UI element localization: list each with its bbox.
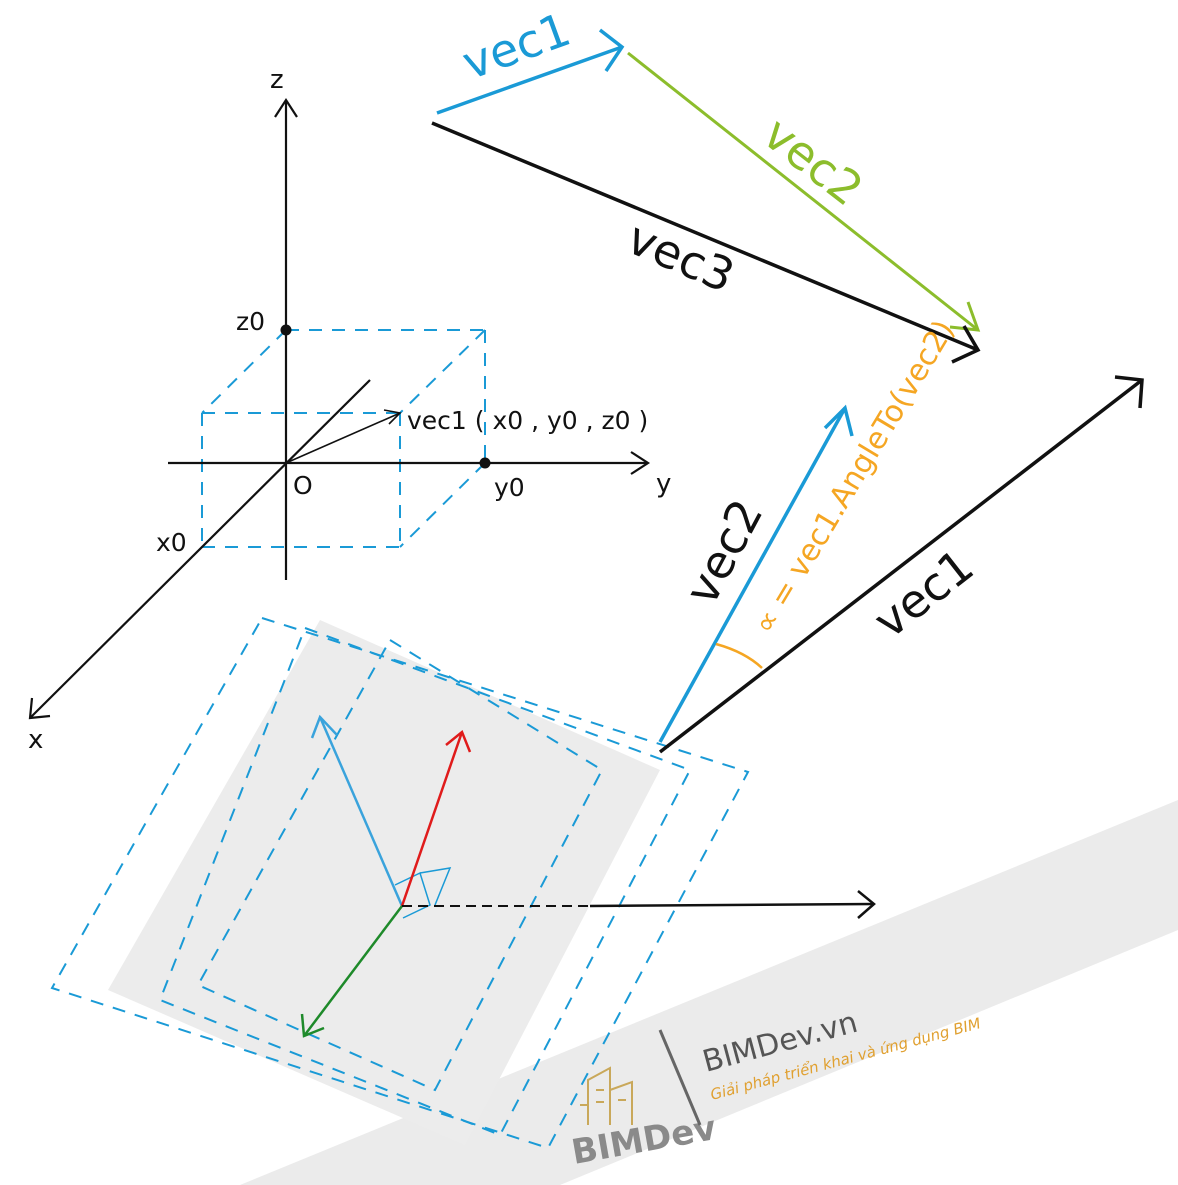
right-angle-marker — [394, 871, 431, 919]
z0-point — [280, 324, 292, 336]
red-vector — [400, 731, 464, 907]
vec1-coordinates-label: vec1 ( x0 , y0 , z0 ) — [407, 406, 648, 435]
sum-vec3-arrowhead — [951, 325, 981, 364]
green-vector-arrowhead — [300, 1013, 325, 1038]
x-axis-label: x — [28, 725, 43, 755]
dashed-plane-mid — [158, 626, 692, 1137]
red-vector-arrowhead — [445, 729, 472, 753]
z0-label: z0 — [236, 307, 265, 336]
axes-diagram: z y x O z0 y0 x0 vec1 ( x0 , y0 , z0 ) — [28, 65, 671, 755]
x-axis-arrowhead — [28, 697, 51, 720]
angle-vec2-label: vec2 — [674, 491, 773, 614]
sum-vec3-label: vec3 — [620, 210, 742, 303]
angle-diagram: vec2 vec1 ∝ = vec1.AngleTo(vec2) — [658, 314, 1144, 754]
angle-vec1-arrowhead — [1114, 375, 1144, 409]
vec1-position-vector — [285, 412, 401, 464]
plane-diagram — [50, 616, 876, 1150]
box-edge — [201, 329, 287, 414]
sum-vec1-line — [436, 45, 623, 115]
blue-normal-arrowhead — [310, 714, 338, 739]
brand-divider — [658, 1029, 702, 1126]
sum-vec1-label: vec1 — [455, 2, 577, 90]
x-axis — [29, 379, 371, 719]
projection-arrow — [589, 902, 875, 908]
box-edge — [399, 462, 486, 548]
angle-vec1-label: vec1 — [864, 538, 984, 648]
origin-label: O — [293, 471, 313, 500]
sum-vec3-line — [431, 121, 979, 352]
blue-normal-vector — [318, 716, 404, 907]
vector-sum-diagram: vec1 vec2 vec3 — [431, 2, 981, 364]
angle-vec2-line — [658, 407, 847, 743]
y-axis-arrowhead — [630, 451, 651, 475]
x0-label: x0 — [156, 528, 187, 557]
angle-arc — [715, 642, 763, 669]
dashed-plane-outer — [50, 616, 750, 1150]
right-angle-marker-2 — [419, 867, 452, 906]
green-vector — [303, 905, 403, 1037]
sum-vec1-arrowhead — [598, 28, 625, 72]
projection-arrowhead — [857, 890, 876, 919]
z-axis-arrowhead — [274, 97, 298, 118]
y-axis-label: y — [656, 469, 671, 499]
angle-vec2-arrowhead — [823, 404, 854, 437]
y0-point — [479, 457, 491, 469]
dashed-plane-inner — [196, 638, 604, 1092]
sum-vec2-line — [627, 51, 979, 332]
box-edge — [399, 329, 486, 414]
gray-plane — [108, 620, 660, 1145]
sum-vec2-arrowhead — [949, 301, 981, 332]
z-axis-label: z — [270, 65, 284, 95]
y0-label: y0 — [494, 473, 525, 502]
vec1-position-arrowhead — [383, 409, 402, 425]
angle-vec1-line — [658, 378, 1144, 754]
